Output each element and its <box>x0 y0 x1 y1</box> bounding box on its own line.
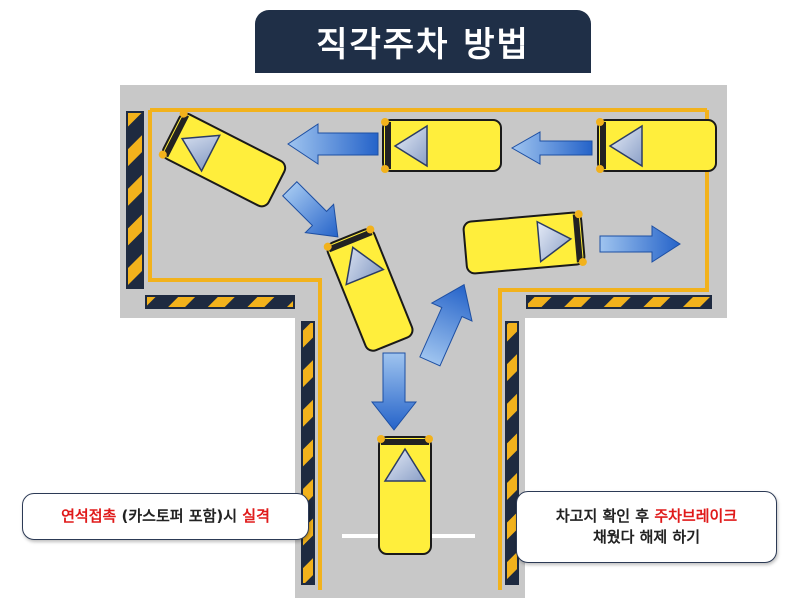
lane-line-right <box>498 110 709 590</box>
page-title: 직각주차 방법 <box>255 10 591 73</box>
curb-left-vertical <box>126 111 144 289</box>
instruction-term-brake: 주차브레이크 <box>654 507 738 525</box>
arrow-diagonal-up <box>419 283 473 367</box>
parking-brake-instruction: 차고지 확인 후 주차브레이크 채웠다 해제 하기 <box>516 491 777 563</box>
curb-left-horizontal <box>145 295 295 309</box>
lane-line-outer <box>148 110 322 590</box>
curb-stall-left <box>301 321 315 585</box>
warning-term-curb: 연석접촉 <box>61 507 117 525</box>
car-parked <box>377 435 433 555</box>
arrow-diagonal-down <box>282 181 339 238</box>
instruction-line2: 채웠다 해제 하기 <box>592 528 701 546</box>
arrow-left-1 <box>510 131 593 165</box>
arrow-right-exit <box>599 225 681 263</box>
car-exiting <box>462 210 587 275</box>
arrow-down <box>370 352 418 431</box>
car-top-middle <box>381 118 502 173</box>
curb-contact-warning: 연석접촉 (카스토퍼 포함)시 실격 <box>22 493 309 540</box>
curb-stall-right <box>505 321 519 585</box>
instruction-line1-start: 차고지 확인 후 <box>555 507 655 525</box>
warning-term-fail: 실격 <box>242 507 270 525</box>
warning-detail: (카스토퍼 포함)시 <box>116 507 243 525</box>
car-reversing-angled <box>323 225 414 352</box>
car-top-left-turning <box>158 109 287 208</box>
curb-right-horizontal <box>526 295 712 309</box>
arrow-left-2 <box>287 123 379 165</box>
car-top-right <box>596 118 717 173</box>
